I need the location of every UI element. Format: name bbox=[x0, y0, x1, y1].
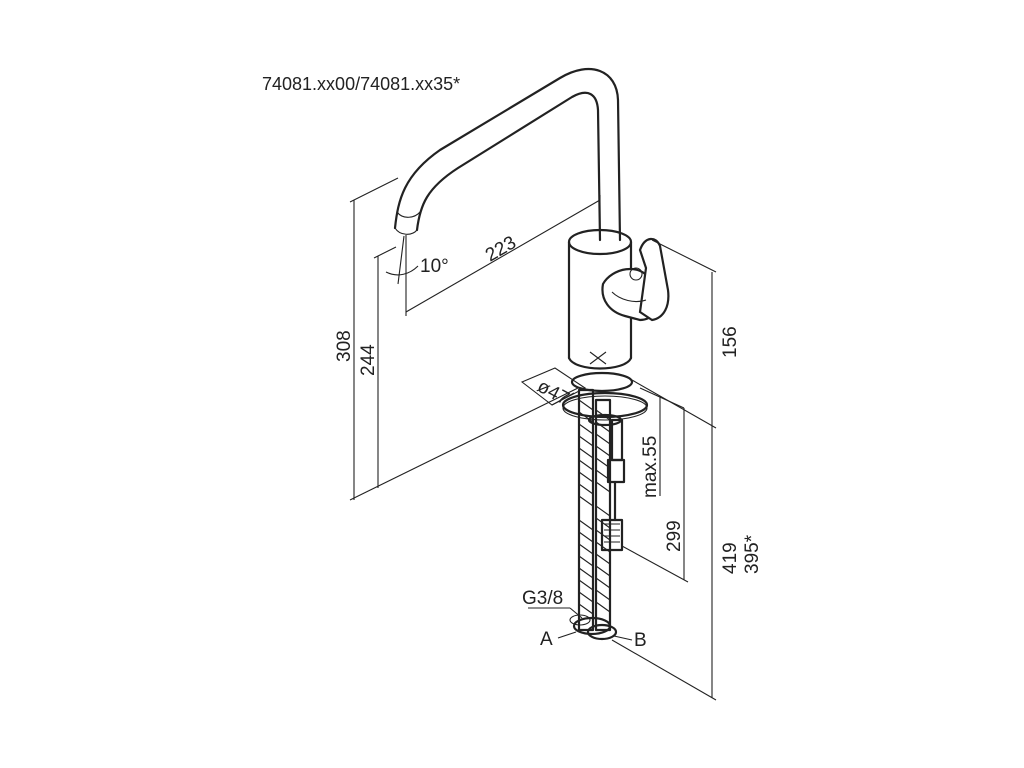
dimension-body-height: 156 bbox=[720, 326, 741, 358]
dimension-diameter: ø47 bbox=[534, 376, 573, 410]
supply-hoses bbox=[569, 388, 626, 641]
spout bbox=[393, 68, 622, 242]
dimension-spout-height: 244 bbox=[358, 344, 379, 376]
dimension-max-thickness: max.55 bbox=[640, 436, 661, 498]
model-number-label: 74081.xx00/74081.xx35* bbox=[262, 74, 460, 94]
dimension-spout-reach: 223 bbox=[482, 232, 520, 266]
callout-thread: G3/8 bbox=[522, 588, 563, 609]
dimension-lines bbox=[349, 177, 717, 701]
callout-b: B bbox=[634, 630, 647, 651]
dimension-hose-length: 299 bbox=[664, 520, 685, 552]
callout-a: A bbox=[540, 629, 553, 650]
dimension-below-length-2: 395* bbox=[742, 534, 763, 574]
dimension-spout-angle: 10° bbox=[420, 256, 449, 277]
dimension-total-height: 308 bbox=[334, 330, 355, 362]
lever-handle bbox=[601, 237, 670, 322]
dimension-below-length-1: 419 bbox=[720, 542, 741, 574]
